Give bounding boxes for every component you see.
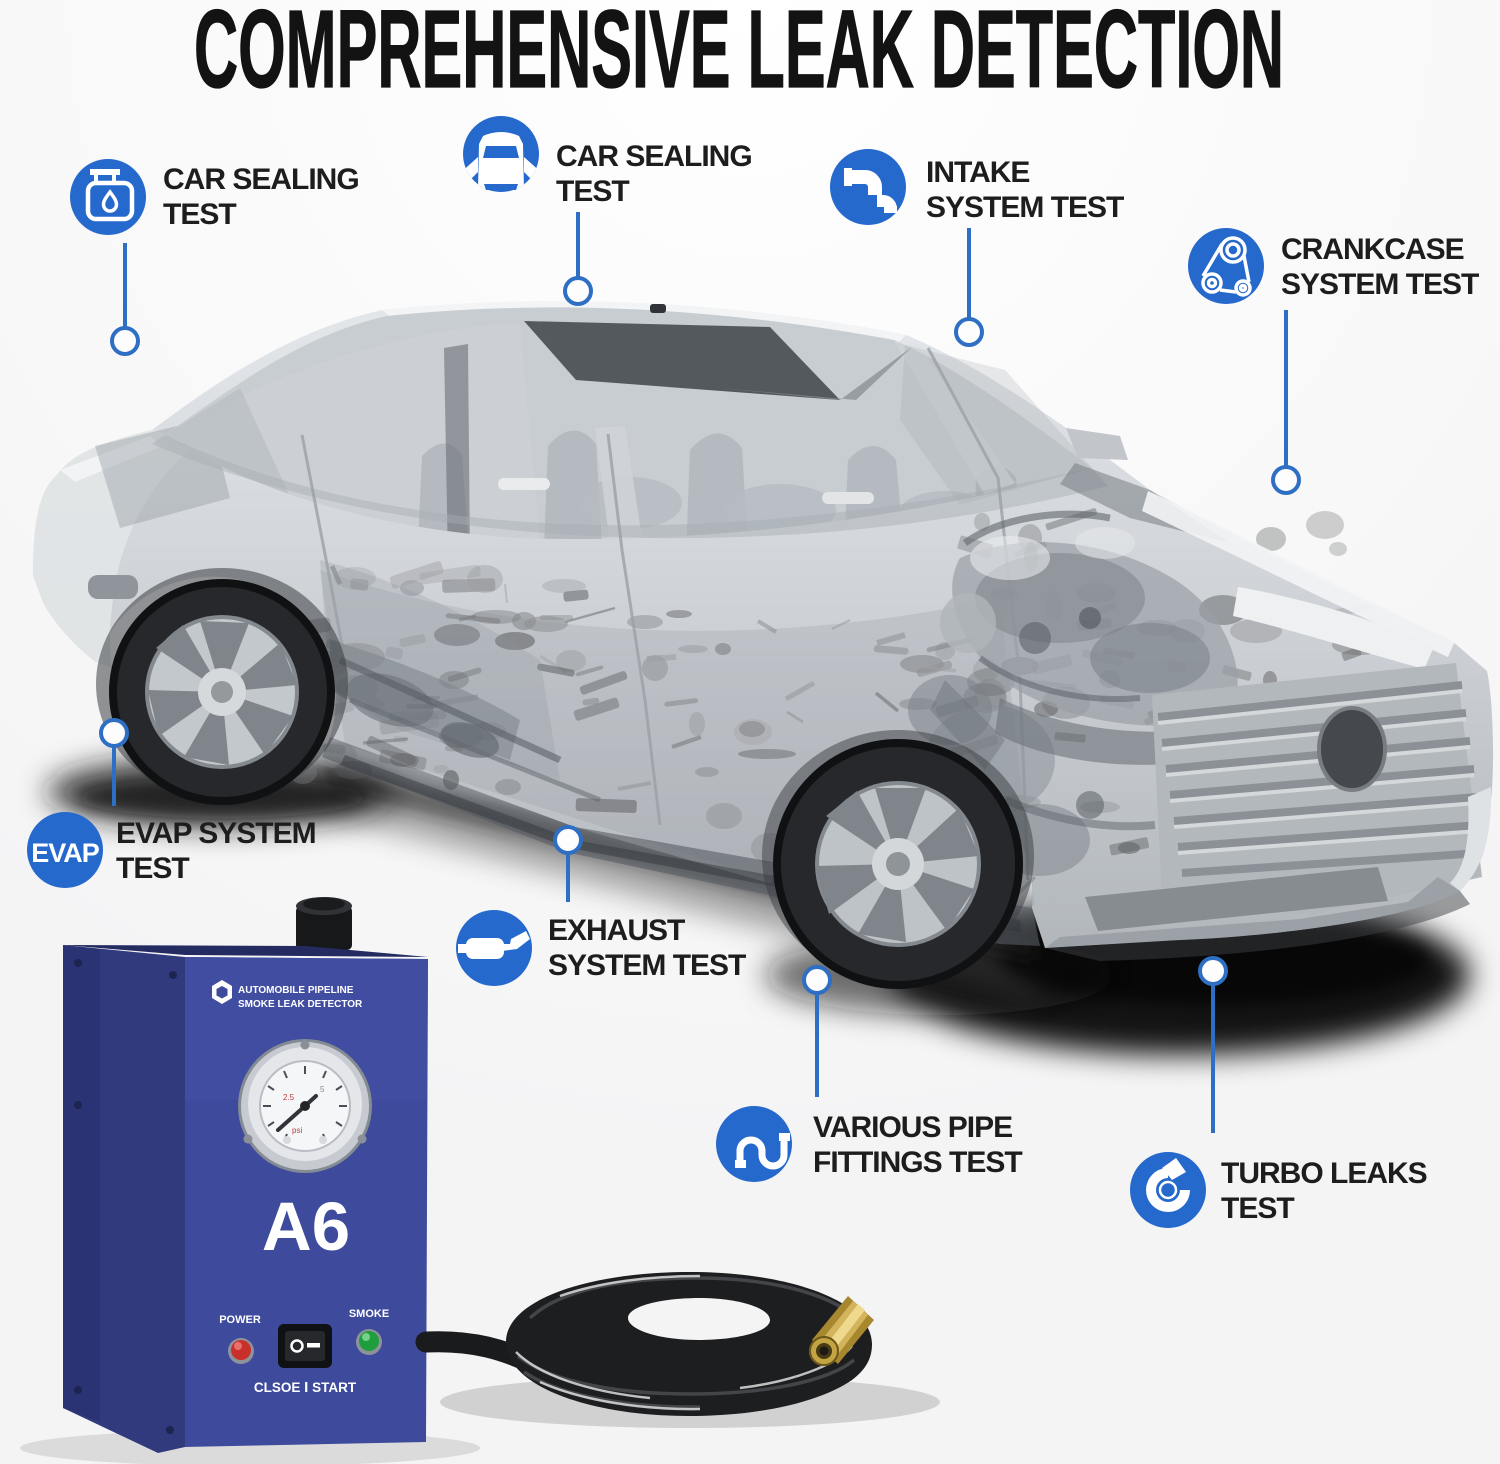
svg-text:EVAP SYSTEM: EVAP SYSTEM	[116, 817, 316, 850]
svg-text:VARIOUS PIPE: VARIOUS PIPE	[813, 1111, 1012, 1144]
svg-text:TEST: TEST	[163, 198, 236, 231]
svg-text:SYSTEM TEST: SYSTEM TEST	[926, 191, 1124, 224]
svg-text:CAR SEALING: CAR SEALING	[163, 163, 359, 196]
svg-text:CRANKCASE: CRANKCASE	[1281, 233, 1464, 266]
svg-text:TEST: TEST	[556, 175, 629, 208]
svg-text:INTAKE: INTAKE	[926, 156, 1029, 189]
svg-text:AUTOMOBILE PIPELINE: AUTOMOBILE PIPELINE	[238, 985, 354, 996]
svg-text:TURBO LEAKS: TURBO LEAKS	[1221, 1157, 1427, 1190]
svg-text:EXHAUST: EXHAUST	[548, 914, 685, 947]
svg-text:5: 5	[320, 1085, 325, 1094]
svg-text:EVAP: EVAP	[31, 838, 100, 868]
svg-text:POWER: POWER	[219, 1314, 261, 1326]
svg-text:FITTINGS TEST: FITTINGS TEST	[813, 1146, 1022, 1179]
svg-text:A6: A6	[262, 1188, 350, 1265]
svg-text:CAR SEALING: CAR SEALING	[556, 140, 752, 173]
svg-text:SMOKE LEAK DETECTOR: SMOKE LEAK DETECTOR	[238, 999, 363, 1010]
svg-text:TEST: TEST	[116, 852, 189, 885]
svg-text:TEST: TEST	[1221, 1192, 1294, 1225]
svg-text:2.5: 2.5	[283, 1093, 295, 1102]
svg-text:COMPREHENSIVE LEAK DETECTION: COMPREHENSIVE LEAK DETECTION	[194, 0, 1284, 111]
svg-text:SMOKE: SMOKE	[349, 1308, 389, 1320]
svg-text:SYSTEM TEST: SYSTEM TEST	[548, 949, 746, 982]
svg-text:CLSOE I START: CLSOE I START	[254, 1379, 357, 1396]
svg-text:SYSTEM TEST: SYSTEM TEST	[1281, 268, 1479, 301]
svg-text:psi: psi	[292, 1126, 302, 1135]
